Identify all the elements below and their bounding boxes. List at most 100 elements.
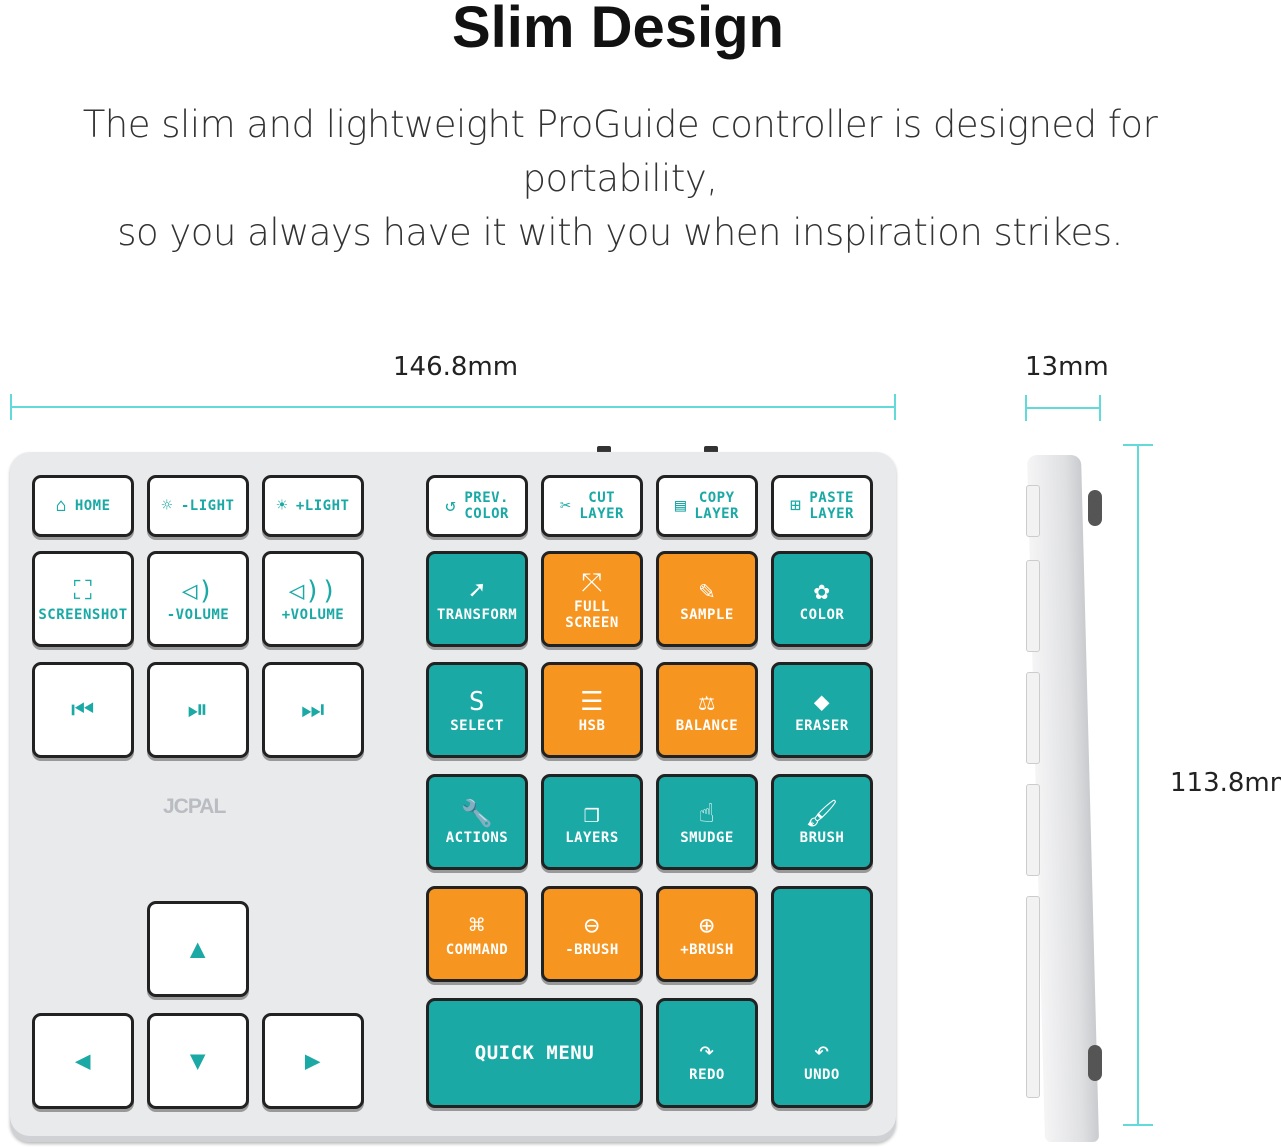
side-view-key [1026,896,1040,1098]
volume-down-icon: ◁) [181,576,215,606]
height-dimension-label: 113.8mm [1170,768,1281,798]
side-view-key [1026,784,1040,876]
height-dimension-tick-bottom [1123,1124,1153,1126]
side-view-key [1026,672,1040,764]
arrow-right-icon: ▶ [304,1046,322,1076]
key-redo[interactable]: ↷REDO [656,998,758,1108]
copy-icon: ▤ [675,495,687,516]
brightness-down-icon: ☼ [161,495,173,516]
scales-icon: ⚖ [698,687,716,717]
key-label: SELECT [450,718,504,734]
scissors-icon: ✂ [560,495,572,516]
smudge-icon: ☝ [698,799,716,829]
key-color[interactable]: ✿COLOR [771,551,873,647]
key-copy-layer[interactable]: ▤COPY LAYER [656,475,758,537]
key-label: SCREENSHOT [38,607,128,623]
screenshot-icon: ⛶ [73,576,93,606]
key-label: QUICK MENU [474,1042,595,1064]
next-track-icon: ⏭ [301,695,325,725]
arrow-down-icon: ▼ [189,1046,207,1076]
key-cut-layer[interactable]: ✂CUT LAYER [541,475,643,537]
key-label: +LIGHT [295,498,350,514]
key-label: -BRUSH [565,942,619,958]
command-icon: ⌘ [468,911,486,941]
key-play-pause[interactable]: ⏯ [147,662,249,758]
key-label: -LIGHT [180,498,235,514]
key-balance[interactable]: ⚖BALANCE [656,662,758,758]
key-previous-track[interactable]: ⏮ [32,662,134,758]
key-label: TRANSFORM [436,607,518,623]
key-label: PASTE LAYER [809,490,854,522]
fullscreen-icon: ⤧ [581,568,603,598]
eraser-icon: ◆ [813,687,831,717]
eyedropper-icon: ✎ [698,576,716,606]
key-label: BALANCE [675,718,739,734]
key-label: ERASER [795,718,849,734]
key-label: FULL SCREEN [565,599,619,631]
play-pause-icon: ⏯ [187,695,209,725]
key-plus-light[interactable]: ☀+LIGHT [262,475,364,537]
key-paste-layer[interactable]: ⊞ PASTE LAYER [771,475,873,537]
layers-icon: ❐ [583,799,601,829]
key-transform[interactable]: ➚TRANSFORM [426,551,528,647]
width-dimension-tick-left [10,394,12,420]
key-prev-color[interactable]: ↺PREV. COLOR [426,475,528,537]
subtitle-line-1: The slim and lightweight ProGuide contro… [82,103,1158,200]
key-label: SAMPLE [680,607,734,623]
key-minus-volume[interactable]: ◁)-VOLUME [147,551,249,647]
key-label: HOME [74,498,111,514]
wrench-icon: 🔧 [460,799,494,829]
key-label: +BRUSH [680,942,734,958]
key-label: +VOLUME [281,607,345,623]
key-minus-light[interactable]: ☼ -LIGHT [147,475,249,537]
plus-circle-icon: ⊕ [698,911,716,941]
side-view-key [1026,485,1040,537]
key-next-track[interactable]: ⏭ [262,662,364,758]
key-arrow-up[interactable]: ▲ [147,901,249,997]
key-brush[interactable]: 🖌BRUSH [771,774,873,870]
arrow-icon: ➚ [468,576,486,606]
height-dimension-tick-top [1123,444,1153,446]
key-full-screen[interactable]: ⤧FULL SCREEN [541,551,643,647]
key-undo[interactable]: ↶UNDO [771,886,873,1108]
key-sample[interactable]: ✎SAMPLE [656,551,758,647]
key-arrow-left[interactable]: ◀ [32,1013,134,1109]
key-layers[interactable]: ❐LAYERS [541,774,643,870]
key-hsb[interactable]: ☰HSB [541,662,643,758]
key-label: REDO [689,1067,725,1083]
color-wheel-icon: ✿ [813,576,831,606]
subtitle: The slim and lightweight ProGuide contro… [0,98,1240,260]
key-arrow-down[interactable]: ▼ [147,1013,249,1109]
paste-icon: ⊞ [790,495,802,516]
key-eraser[interactable]: ◆ERASER [771,662,873,758]
brand-logo: JCPAL [163,795,226,818]
key-actions[interactable]: 🔧ACTIONS [426,774,528,870]
key-arrow-right[interactable]: ▶ [262,1013,364,1109]
key-quick-menu[interactable]: QUICK MENU [426,998,643,1108]
undo-icon: ↶ [813,1036,831,1066]
key-plus-volume[interactable]: ◁))+VOLUME [262,551,364,647]
key-label: COMMAND [445,942,509,958]
depth-dimension-line [1025,407,1101,409]
port-nub [704,446,718,453]
home-icon: ⌂ [55,495,67,516]
key-label: -VOLUME [166,607,230,623]
arrow-left-icon: ◀ [74,1046,92,1076]
arrow-up-icon: ▲ [189,934,207,964]
key-minus-brush[interactable]: ⊖-BRUSH [541,886,643,982]
side-view-foot [1088,1045,1102,1081]
width-dimension-line [10,406,896,408]
key-plus-brush[interactable]: ⊕+BRUSH [656,886,758,982]
lasso-icon: S [468,687,486,717]
height-dimension-line [1137,445,1139,1125]
page-title: Slim Design [452,0,784,60]
sliders-icon: ☰ [580,687,604,717]
key-label: HSB [578,718,606,734]
key-command[interactable]: ⌘COMMAND [426,886,528,982]
side-view-key [1026,560,1040,652]
key-smudge[interactable]: ☝SMUDGE [656,774,758,870]
minus-circle-icon: ⊖ [583,911,601,941]
key-screenshot[interactable]: ⛶SCREENSHOT [32,551,134,647]
key-home[interactable]: ⌂ HOME [32,475,134,537]
